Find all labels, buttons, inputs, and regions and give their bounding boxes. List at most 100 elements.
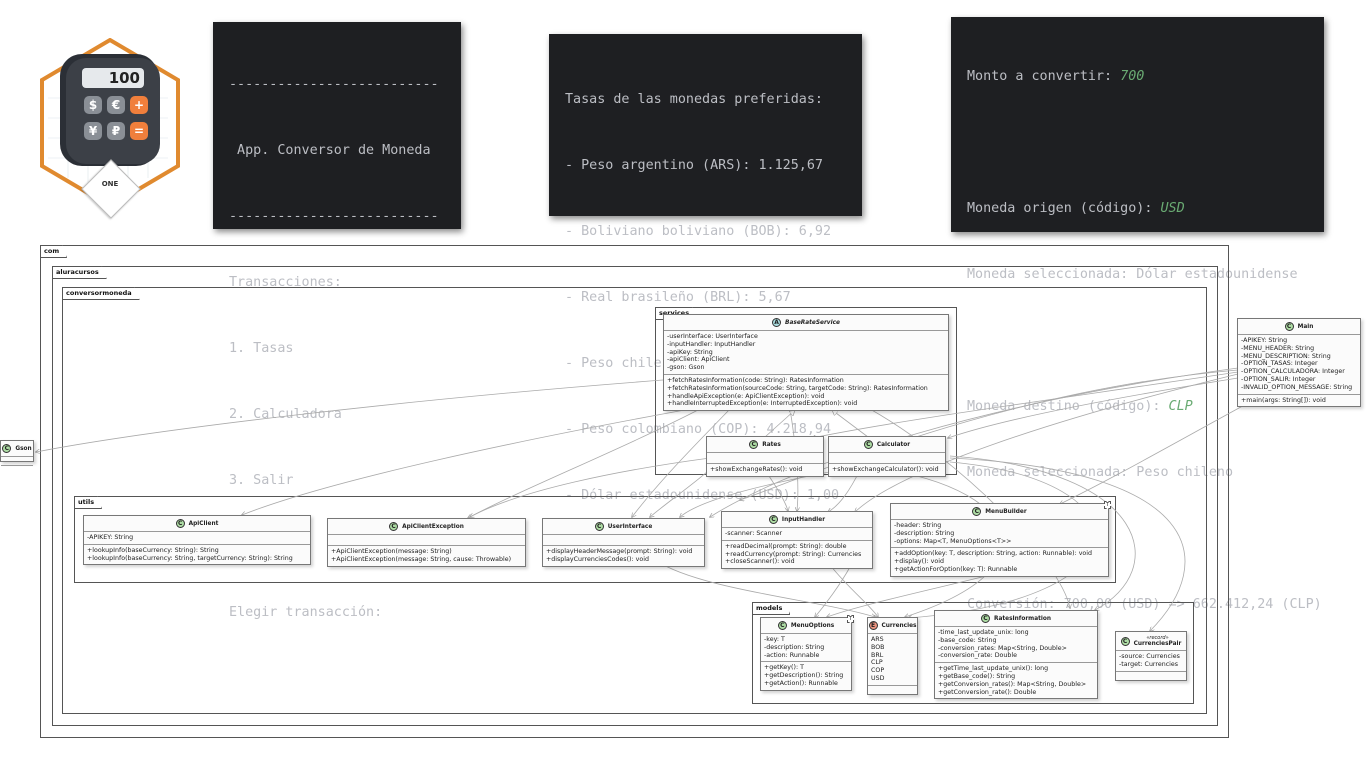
- class-methods: [868, 686, 917, 694]
- class-fields: -time_last_update_unix: long -base_code:…: [935, 627, 1097, 664]
- class-methods: +ApiClientException(message: String) +Ap…: [328, 546, 525, 566]
- menu-line: --------------------------: [229, 209, 439, 224]
- field: -conversion_rate: Double: [938, 652, 1018, 660]
- class-badge-icon: C: [1120, 636, 1130, 646]
- class-name: MenuBuilder: [985, 508, 1027, 515]
- class-fields: [707, 453, 823, 464]
- field: -MENU_DESCRIPTION: String: [1241, 352, 1331, 360]
- field: -scanner: Scanner: [725, 530, 783, 537]
- enum-value: BRL: [871, 651, 884, 659]
- class-name: Rates: [762, 441, 781, 448]
- field: -action: Runnable: [764, 651, 820, 659]
- class-methods: +showExchangeCalculator(): void: [829, 464, 945, 476]
- field: -description: String: [764, 643, 825, 651]
- method: +addOption(key: T, description: String, …: [894, 550, 1093, 558]
- class-name: MenuOptions: [790, 622, 835, 629]
- class-name: Calculator: [876, 441, 911, 448]
- field: -APIKEY: String: [87, 534, 134, 541]
- class-fields: -scanner: Scanner: [722, 528, 872, 541]
- enum-value: USD: [871, 674, 885, 682]
- method: +displayHeaderMessage(prompt: String): v…: [546, 548, 693, 555]
- class-fields: [829, 453, 945, 464]
- package-com-label: com: [40, 245, 67, 258]
- enum-value: CLP: [871, 659, 883, 667]
- field: -time_last_update_unix: long: [938, 629, 1029, 636]
- menu-title: App. Conversor de Moneda: [229, 143, 431, 158]
- origin-label: Moneda origen (código):: [967, 201, 1161, 216]
- class-methods: [1116, 672, 1186, 680]
- class-methods: +fetchRatesInformation(code: String): Ra…: [664, 375, 948, 410]
- class-methods: +main(args: String[]): void: [1238, 395, 1360, 407]
- field: -OPTION_TASAS: Integer: [1241, 360, 1318, 368]
- method: +handleInterruptedException(e: Interrupt…: [667, 400, 858, 408]
- class-name: RatesInformation: [994, 615, 1051, 622]
- class-fields: [543, 535, 704, 546]
- method: +lookupInfo(baseCurrency: String): Strin…: [87, 546, 219, 554]
- class-methods: +readDecimal(prompt: String): double +re…: [722, 541, 872, 568]
- class-name: Gson: [15, 445, 32, 452]
- method: +getActionForOption(key: T): Runnable: [894, 565, 1018, 573]
- field: -OPTION_SALIR: Integer: [1241, 375, 1316, 383]
- class-fields: -userInterface: UserInterface -inputHand…: [664, 331, 948, 375]
- class-fields: -source: Currencies -target: Currencies: [1116, 651, 1186, 672]
- class-fields: -header: String -description: String -op…: [891, 520, 1108, 549]
- enum-badge-icon: E: [868, 621, 878, 630]
- class-name: Currencies: [881, 622, 917, 629]
- class-badge-icon: C: [768, 515, 778, 524]
- method: +lookupInfo(baseCurrency: String, target…: [87, 554, 293, 562]
- amount-line: Monto a convertir: 700: [967, 66, 1308, 88]
- package-models-label: models: [752, 602, 790, 615]
- app-logo: 100 $ € + ¥ ₽ = ONE: [38, 37, 182, 219]
- key-ruble: ₽: [107, 122, 125, 140]
- class-fields: -key: T -description: String -action: Ru…: [761, 634, 851, 663]
- class-name: UserInterface: [607, 523, 653, 530]
- method: +readDecimal(prompt: String): double: [725, 542, 847, 550]
- class-title: «record» CurrenciesPair: [1134, 635, 1182, 647]
- method: +display(): void: [894, 558, 944, 566]
- record-currencies-pair: C «record» CurrenciesPair -source: Curre…: [1115, 631, 1187, 681]
- method: +getDescription(): String: [764, 672, 844, 680]
- field: -MENU_HEADER: String: [1241, 344, 1315, 352]
- key-equals: =: [130, 122, 148, 140]
- method: +getAction(): Runnable: [764, 679, 838, 687]
- type-parameter: T: [1103, 501, 1111, 509]
- class-fields: [328, 535, 525, 546]
- class-badge-icon: C: [2, 444, 12, 453]
- rate-line: - Real brasileño (BRL): 5,67: [565, 290, 791, 305]
- calculator-display: 100: [82, 68, 144, 88]
- enum-value: BOB: [871, 643, 885, 651]
- class-badge-icon: C: [863, 440, 873, 449]
- method: +showExchangeRates(): void: [710, 466, 803, 473]
- enum-value: ARS: [871, 636, 884, 643]
- class-badge-icon: C: [594, 522, 604, 531]
- field: -APIKEY: String: [1241, 337, 1288, 344]
- terminal-conversion: Monto a convertir: 700 Moneda origen (có…: [951, 17, 1324, 612]
- method: +fetchRatesInformation(code: String): Ra…: [667, 376, 844, 384]
- class-badge-icon: C: [1284, 322, 1294, 331]
- class-badge-icon: C: [972, 507, 982, 516]
- method: +getConversion_rates(): Map<String, Doub…: [938, 680, 1087, 688]
- package-utils-label: utils: [74, 496, 102, 509]
- method: +getKey(): T: [764, 664, 804, 672]
- menu-option: 1. Tasas: [229, 341, 294, 356]
- origin-line: Moneda origen (código): USD: [967, 198, 1308, 220]
- class-methods: +addOption(key: T, description: String, …: [891, 548, 1108, 575]
- method: +ApiClientException(message: String, cau…: [331, 555, 512, 563]
- class-methods: +displayHeaderMessage(prompt: String): v…: [543, 546, 704, 566]
- field: -base_code: String: [938, 636, 997, 644]
- method: +ApiClientException(message: String): [331, 548, 452, 555]
- menu-line: --------------------------: [229, 77, 439, 92]
- package-aluracursos-label: aluracursos: [52, 266, 107, 279]
